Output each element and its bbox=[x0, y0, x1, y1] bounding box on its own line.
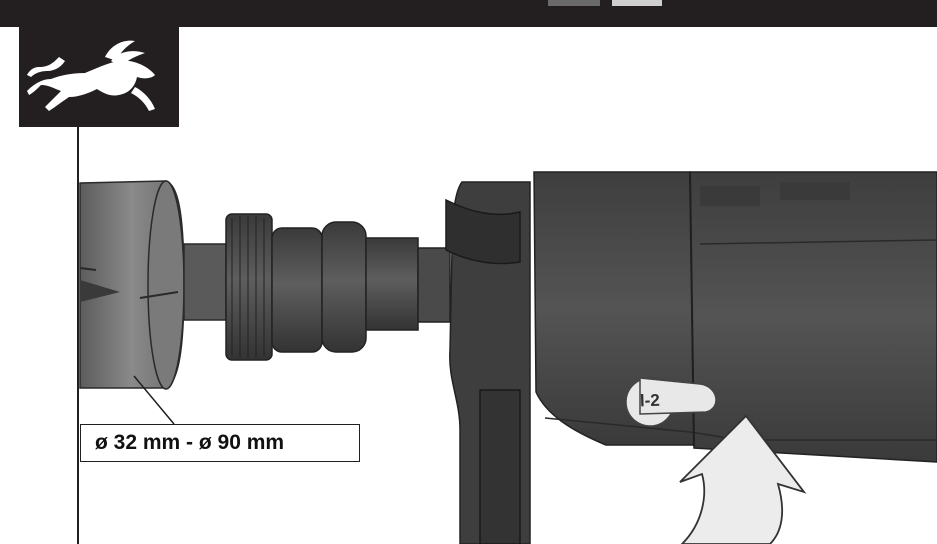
core-bit bbox=[79, 180, 185, 390]
gear-selector-knob[interactable] bbox=[625, 377, 717, 427]
bit-adapter bbox=[183, 213, 451, 361]
curved-arrow-icon bbox=[679, 414, 807, 544]
gear-housing bbox=[533, 171, 937, 463]
callout-leader bbox=[133, 375, 175, 425]
speed-indicator-box bbox=[19, 27, 179, 127]
gear-selector-label: l-2 bbox=[639, 390, 661, 411]
margin-rule bbox=[77, 127, 79, 544]
diameter-range-label: ø 32 mm - ø 90 mm bbox=[80, 424, 360, 462]
side-handle bbox=[445, 181, 531, 544]
previous-figure-edge bbox=[548, 0, 662, 6]
rabbit-icon bbox=[27, 40, 155, 111]
header-bar bbox=[0, 0, 937, 27]
